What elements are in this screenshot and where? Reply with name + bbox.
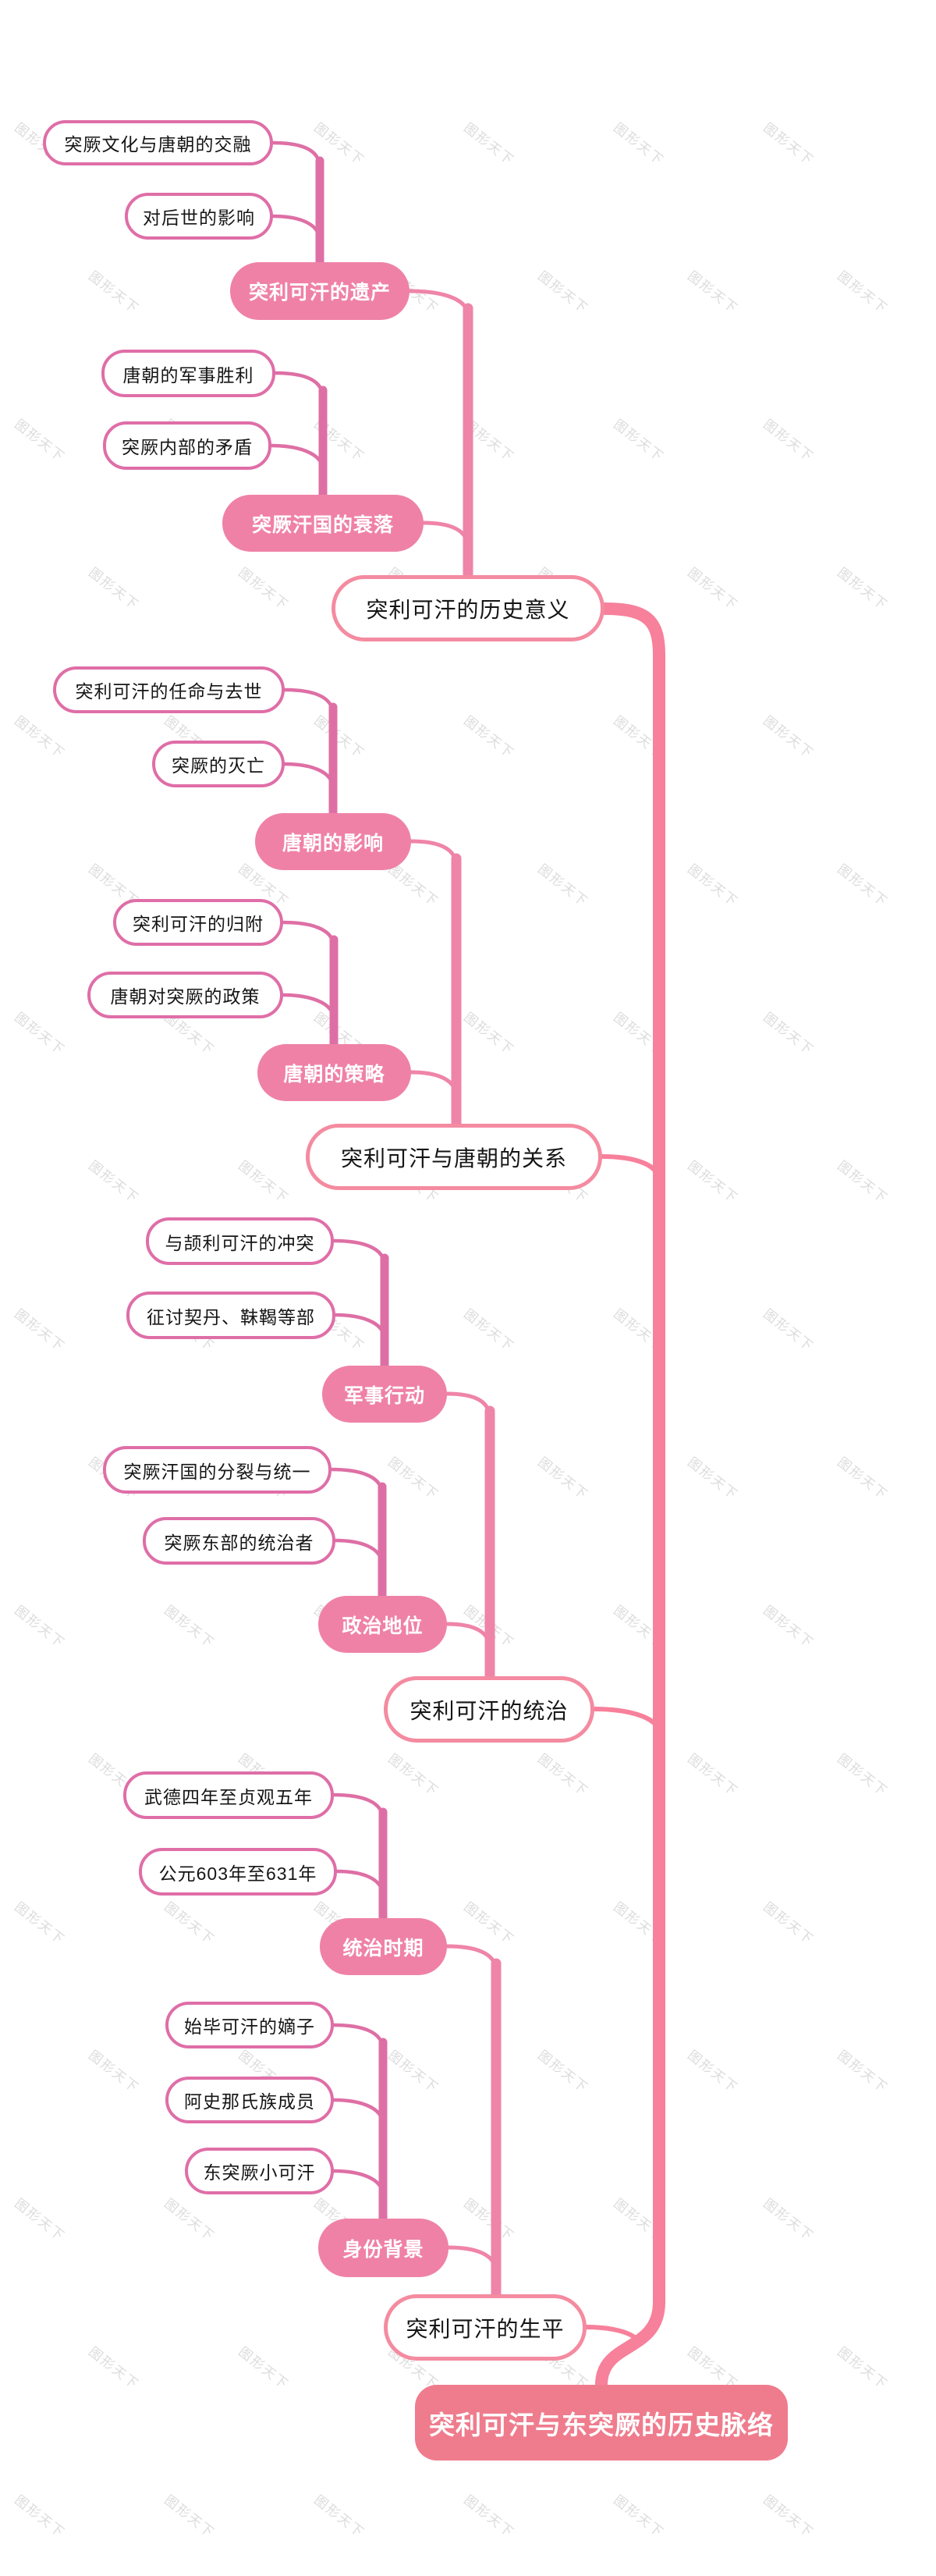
- connector-topic-rule: [592, 1707, 661, 1736]
- leaf-tang-military-victory[interactable]: 唐朝的军事胜利: [101, 350, 275, 397]
- connector-leaf-eastern-ruler: [333, 1538, 385, 1568]
- connector-topic-relationship: [600, 1154, 661, 1184]
- connector-subtopic-decline: [421, 521, 470, 550]
- leaf-eastern-turkic-lesser-khan[interactable]: 东突厥小可汗: [185, 2148, 334, 2194]
- leaf-khaganate-split-unification[interactable]: 突厥汗国的分裂与统一: [103, 1446, 332, 1494]
- connector-subtopic-political: [445, 1622, 492, 1651]
- connector-leaf-tang-policy: [281, 993, 336, 1022]
- leaf-ashina-clan-member[interactable]: 阿史那氏族成员: [165, 2077, 334, 2123]
- subtopic-political-status[interactable]: 政治地位: [318, 1596, 447, 1653]
- connector-leaf-culture-fusion: [271, 140, 322, 170]
- connector-leaf-later-influence: [271, 214, 322, 243]
- subtopic-khan-legacy[interactable]: 突利可汗的遗产: [230, 262, 410, 320]
- leaf-influence-on-later-generations[interactable]: 对后世的影响: [125, 193, 273, 240]
- leaf-ad603-to-631[interactable]: 公元603年至631年: [139, 1848, 337, 1896]
- leaf-khan-submission[interactable]: 突利可汗的归附: [113, 899, 283, 946]
- connector-leaf-ad-603-631: [335, 1869, 385, 1899]
- connector-subtopic-military: [445, 1391, 492, 1421]
- connector-leaf-shibi-son: [332, 2023, 385, 2052]
- topic-khan-life[interactable]: 突利可汗的生平: [384, 2294, 587, 2361]
- connector-subtopic-reign: [445, 1944, 498, 1974]
- leaf-campaigns-khitan-mohe[interactable]: 征讨契丹、靺鞨等部: [126, 1292, 335, 1339]
- leaf-turkic-internal-conflict[interactable]: 突厥内部的矛盾: [103, 421, 271, 470]
- connector-leaf-internal-conflict: [269, 443, 325, 473]
- subtopic-tang-strategy[interactable]: 唐朝的策略: [257, 1044, 411, 1101]
- connector-leaf-ashina-member: [332, 2098, 385, 2127]
- connector-subtopic-legacy: [407, 289, 470, 318]
- connector-subtopic-identity: [446, 2245, 498, 2275]
- root-node[interactable]: 突利可汗与东突厥的历史脉络: [415, 2385, 788, 2461]
- connector-leaf-appointment-death: [282, 688, 335, 717]
- leaf-shibi-khan-legitimate-son[interactable]: 始毕可汗的嫡子: [165, 2002, 334, 2048]
- connector-leaf-wude-zhenguan: [332, 1793, 385, 1822]
- leaf-eastern-turkic-ruler[interactable]: 突厥东部的统治者: [143, 1517, 335, 1565]
- subtopic-military-actions[interactable]: 军事行动: [322, 1366, 447, 1423]
- spine-connector: [595, 602, 665, 2391]
- leaf-tang-policy-toward-turks[interactable]: 唐朝对突厥的政策: [87, 972, 283, 1018]
- connector-subtopic-tang-strategy: [409, 1070, 459, 1100]
- connector-leaf-lesser-khan: [332, 2169, 385, 2198]
- leaf-turkic-tang-culture-fusion[interactable]: 突厥文化与唐朝的交融: [43, 120, 273, 165]
- subtopic-khaganate-decline[interactable]: 突厥汗国的衰落: [222, 495, 424, 552]
- connector-subtopic-tang-influence: [409, 839, 459, 869]
- connector-leaf-illig-conflict: [332, 1238, 387, 1268]
- subtopic-identity-background[interactable]: 身份背景: [318, 2219, 448, 2277]
- leaf-turkic-demise[interactable]: 突厥的灭亡: [152, 741, 285, 787]
- connector-leaf-campaigns: [333, 1313, 387, 1342]
- leaf-wude4-to-zhenguan5[interactable]: 武德四年至贞观五年: [123, 1771, 334, 1819]
- connector-leaf-tang-victory: [273, 371, 325, 400]
- connector-leaf-submission: [281, 920, 336, 950]
- leaf-appointment-and-death[interactable]: 突利可汗的任命与去世: [53, 666, 285, 713]
- topic-khan-rule[interactable]: 突利可汗的统治: [384, 1676, 594, 1743]
- subtopic-tang-influence[interactable]: 唐朝的影响: [255, 813, 411, 870]
- connector-leaf-turkic-demise: [282, 762, 335, 791]
- subtopic-reign-period[interactable]: 统治时期: [320, 1918, 447, 1975]
- connector-topic-life: [584, 2325, 642, 2345]
- leaf-conflict-with-illig-qaghan[interactable]: 与颉利可汗的冲突: [146, 1217, 334, 1265]
- topic-relationship-with-tang[interactable]: 突利可汗与唐朝的关系: [306, 1124, 602, 1190]
- connector-leaf-split-unification: [329, 1467, 385, 1497]
- topic-historical-significance[interactable]: 突利可汗的历史意义: [332, 575, 604, 641]
